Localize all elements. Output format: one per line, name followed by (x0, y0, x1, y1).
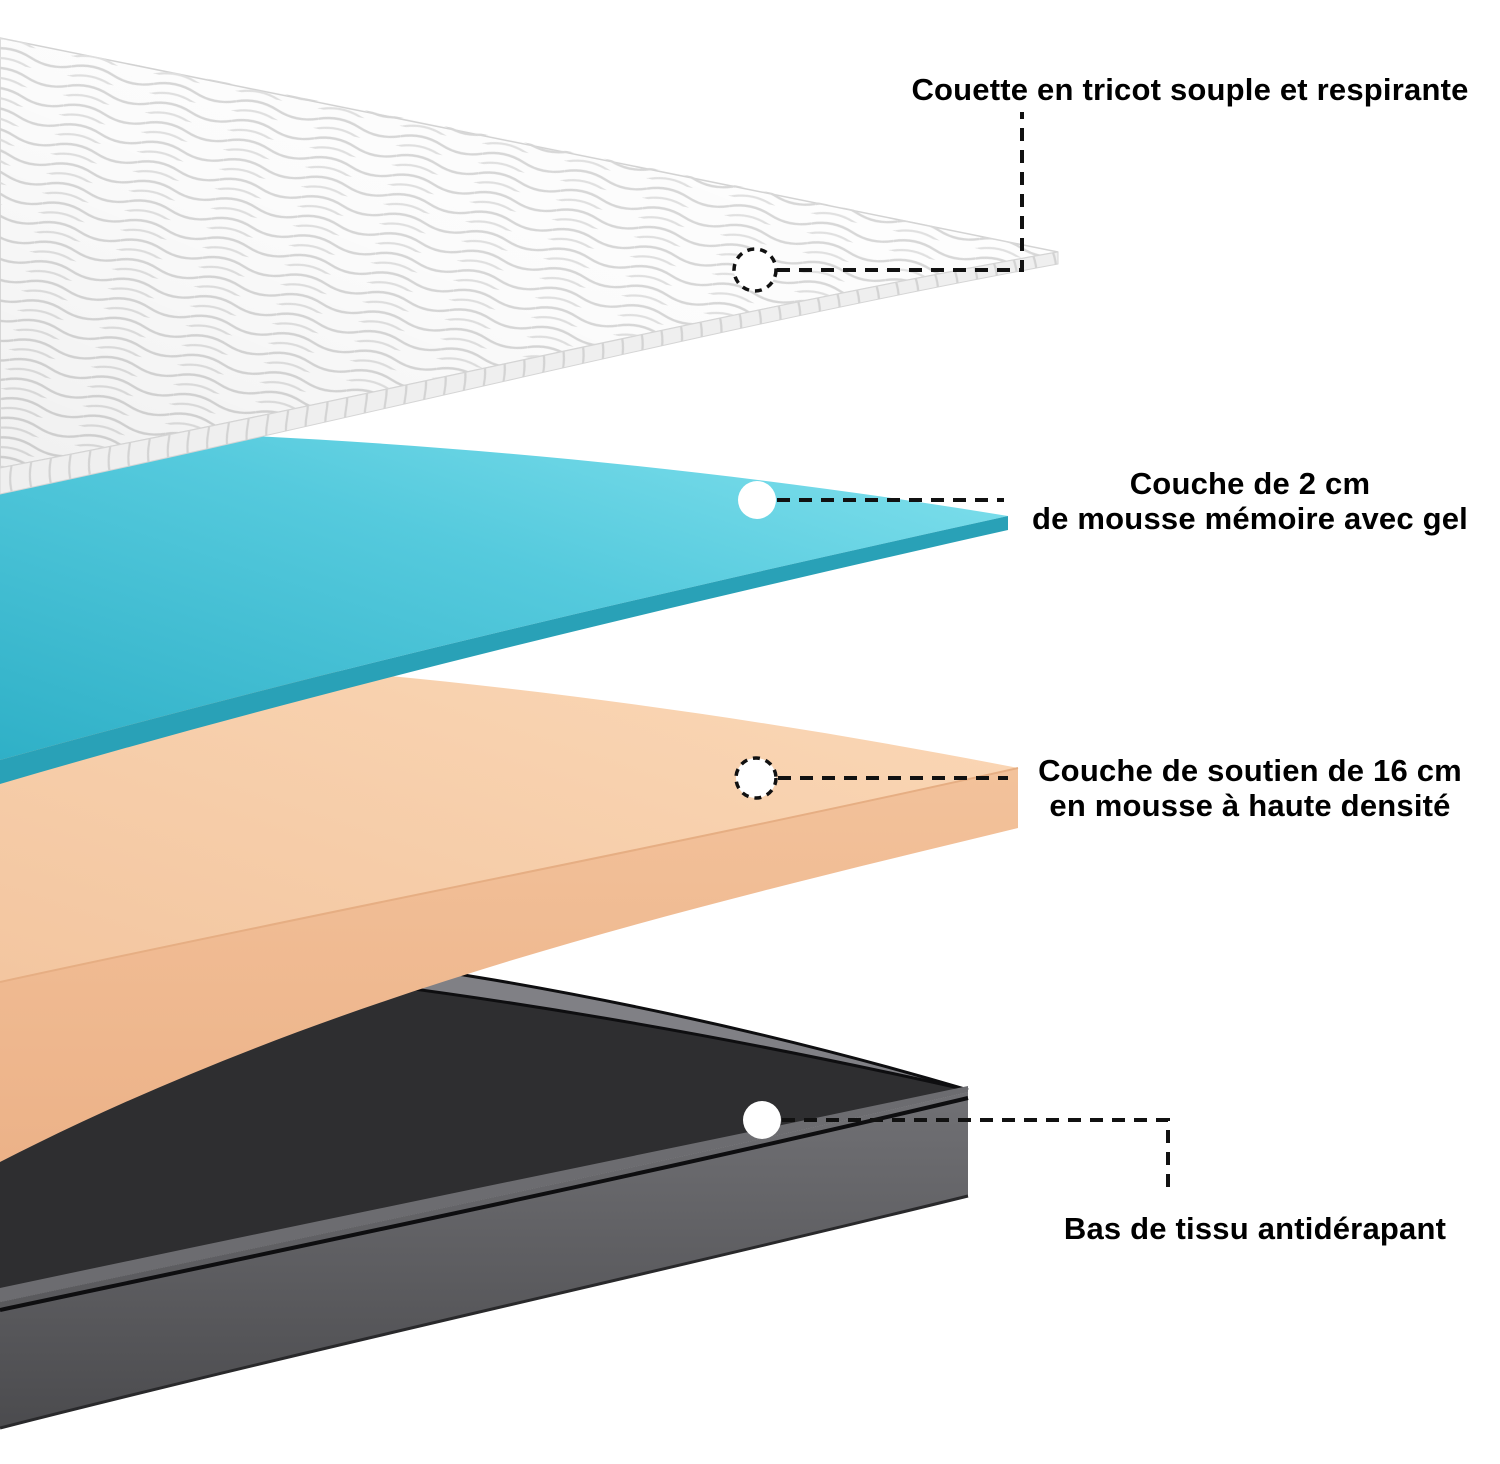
layer-label-cover-text: Couette en tricot souple et respirante (911, 72, 1469, 107)
layer-label-gel-line-2: de mousse mémoire avec gel (1032, 501, 1468, 536)
layer-label-non-slip-bottom: Bas de tissu antidérapant (1010, 1211, 1500, 1246)
gel-front-face (0, 516, 1008, 784)
bottom-bottom-edge (0, 1194, 969, 1430)
layer-cover (0, 37, 1059, 495)
layer-support-foam (0, 652, 1019, 1162)
callouts (732, 112, 1170, 1196)
layer-label-cover: Couette en tricot souple et respirante (880, 72, 1500, 107)
callout-marker-gel (738, 481, 776, 519)
support-top-surface (0, 652, 1018, 982)
bottom-near-rim-band (0, 1086, 968, 1302)
layer-label-bottom-text: Bas de tissu antidérapant (1063, 1211, 1447, 1246)
support-near-edge (0, 767, 1019, 983)
callout-marker-support (734, 756, 778, 800)
layer-label-support-line-2: en mousse à haute densité (1049, 788, 1451, 823)
layer-label-gel-line-1: Couche de 2 cm (1129, 466, 1371, 501)
callout-marker-bottom (743, 1101, 781, 1139)
layer-label-gel-memory-foam: Couche de 2 cm de mousse mémoire avec ge… (1000, 466, 1500, 536)
support-front-face (0, 768, 1018, 1162)
bottom-front-piping (0, 1096, 969, 1312)
callout-line-cover (777, 112, 1024, 272)
layer-label-support-foam: Couche de soutien de 16 cm en mousse à h… (1000, 753, 1500, 823)
cover-front-edge-texture (0, 252, 1058, 494)
callout-line-bottom (782, 1118, 1170, 1196)
cover-top-shading (0, 38, 1058, 468)
bottom-front-face (0, 1092, 968, 1428)
layer-label-support-line-1: Couche de soutien de 16 cm (1038, 753, 1462, 788)
callout-marker-cover (732, 247, 778, 293)
